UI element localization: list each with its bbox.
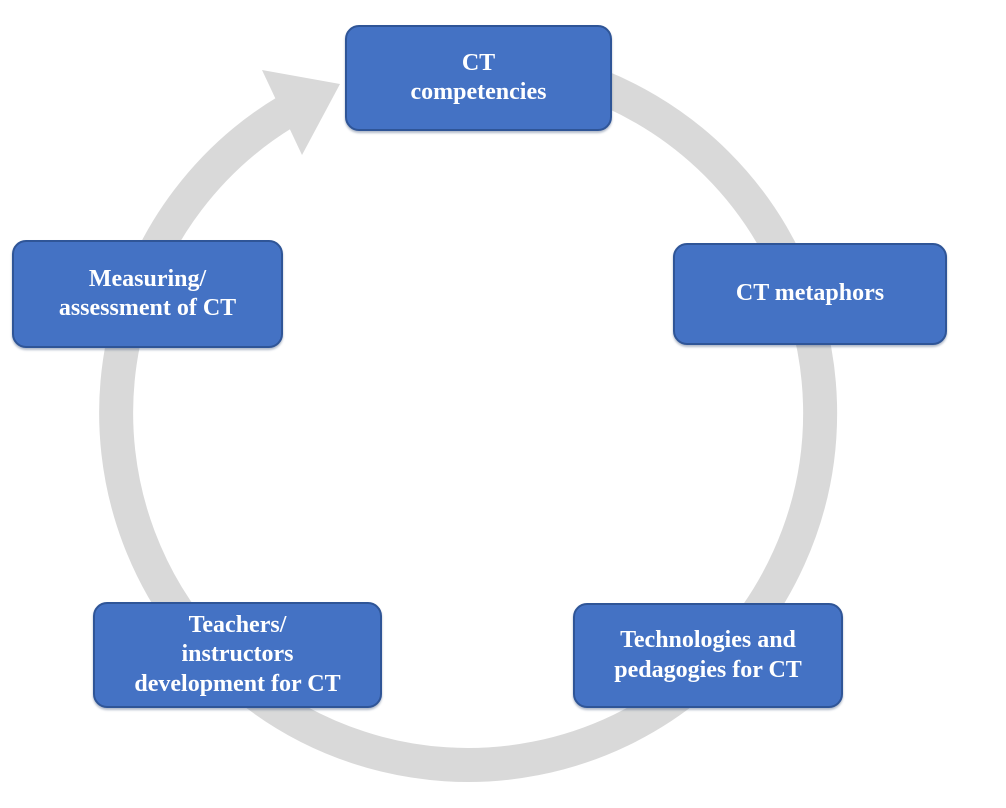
- node-label: Teachers/ instructors development for CT: [134, 612, 341, 697]
- node-label: Technologies and pedagogies for CT: [614, 627, 802, 683]
- node-label: CT metaphors: [735, 280, 885, 307]
- node-measuring-assessment: Measuring/ assessment of CT: [12, 240, 283, 348]
- node-technologies-pedagogies: Technologies and pedagogies for CT: [573, 603, 843, 708]
- node-ct-metaphors: CT metaphors: [673, 243, 947, 345]
- node-ct-competencies: CT competencies: [345, 25, 612, 131]
- node-label: Measuring/ assessment of CT: [58, 265, 237, 321]
- node-teachers-instructors: Teachers/ instructors development for CT: [93, 602, 382, 708]
- circular-arrow-head-icon: [262, 70, 340, 155]
- circular-arrow-arc: [99, 45, 838, 782]
- node-label: CT competencies: [410, 49, 547, 105]
